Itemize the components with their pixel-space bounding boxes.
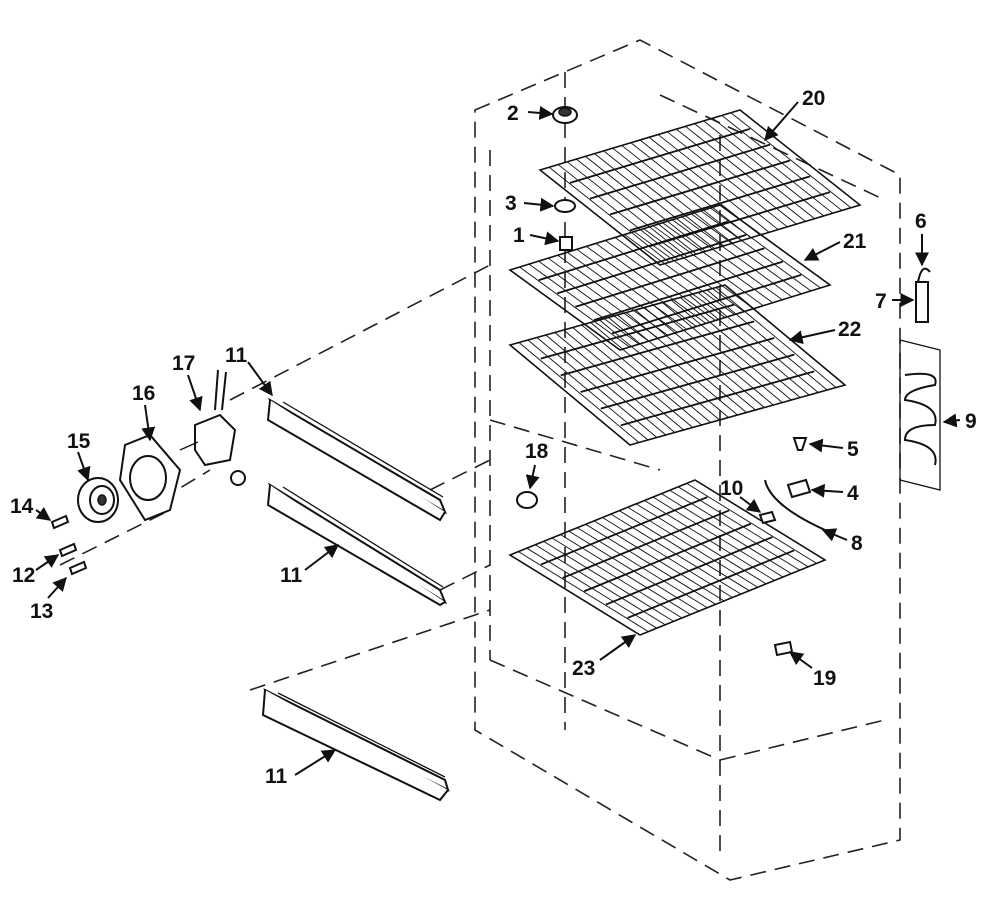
callout-13: 13	[30, 600, 53, 623]
callout-16: 16	[132, 382, 155, 405]
callout-4: 4	[847, 482, 859, 505]
screw-1	[559, 236, 573, 251]
retainer-3	[554, 199, 576, 213]
callout-17: 17	[172, 352, 195, 375]
callout-3: 3	[505, 192, 517, 215]
coil-shelf-21	[508, 204, 832, 351]
callout-23: 23	[572, 657, 595, 680]
tube-7	[915, 267, 931, 323]
callout-labels: 1 2 3 4 5 6 7 8 9 10 11 11 11 12 13 14 1…	[10, 87, 977, 788]
callout-15: 15	[67, 430, 91, 453]
coil-shelf-20	[538, 109, 862, 266]
callout-7: 7	[875, 290, 887, 313]
callout-9: 9	[965, 410, 977, 433]
heater-8	[764, 479, 826, 531]
leader-lines	[35, 101, 961, 776]
shelf-support-bar-upper	[266, 397, 448, 522]
screw-12	[58, 542, 78, 558]
coil-shelf-22	[508, 284, 847, 446]
evaporator-coils	[508, 109, 862, 636]
callout-11-middle: 11	[280, 564, 303, 587]
callout-19: 19	[813, 667, 836, 690]
coil-shelf-23	[508, 479, 827, 636]
screw-5	[792, 437, 808, 451]
clip-10	[758, 510, 777, 525]
callout-11-lower: 11	[265, 765, 288, 788]
projection-lines	[59, 264, 491, 691]
callout-1: 1	[513, 224, 525, 247]
clip-18	[516, 491, 538, 509]
callout-5: 5	[847, 438, 859, 461]
screw-13	[68, 560, 88, 576]
callout-18: 18	[525, 440, 549, 463]
shelf-support-bar-lower	[261, 688, 450, 802]
condenser-9	[899, 339, 941, 491]
grommet-2	[552, 106, 578, 124]
fan-shroud	[118, 433, 182, 522]
callout-2: 2	[507, 102, 519, 125]
callout-22: 22	[838, 318, 861, 341]
callout-11-upper: 11	[225, 344, 248, 367]
callout-21: 21	[843, 230, 867, 253]
callout-14: 14	[10, 495, 34, 518]
callout-6: 6	[915, 210, 927, 233]
callout-12: 12	[12, 564, 35, 587]
callout-10: 10	[720, 477, 743, 500]
callout-8: 8	[851, 532, 863, 555]
cabinet-outline	[474, 39, 901, 881]
clip-19	[773, 640, 794, 657]
fan-motor	[179, 369, 246, 486]
shelf-support-bar-middle	[266, 482, 448, 607]
callout-20: 20	[802, 87, 825, 110]
fan-blade	[77, 477, 119, 523]
screw-14	[50, 514, 70, 530]
terminal-block-4	[786, 478, 812, 499]
